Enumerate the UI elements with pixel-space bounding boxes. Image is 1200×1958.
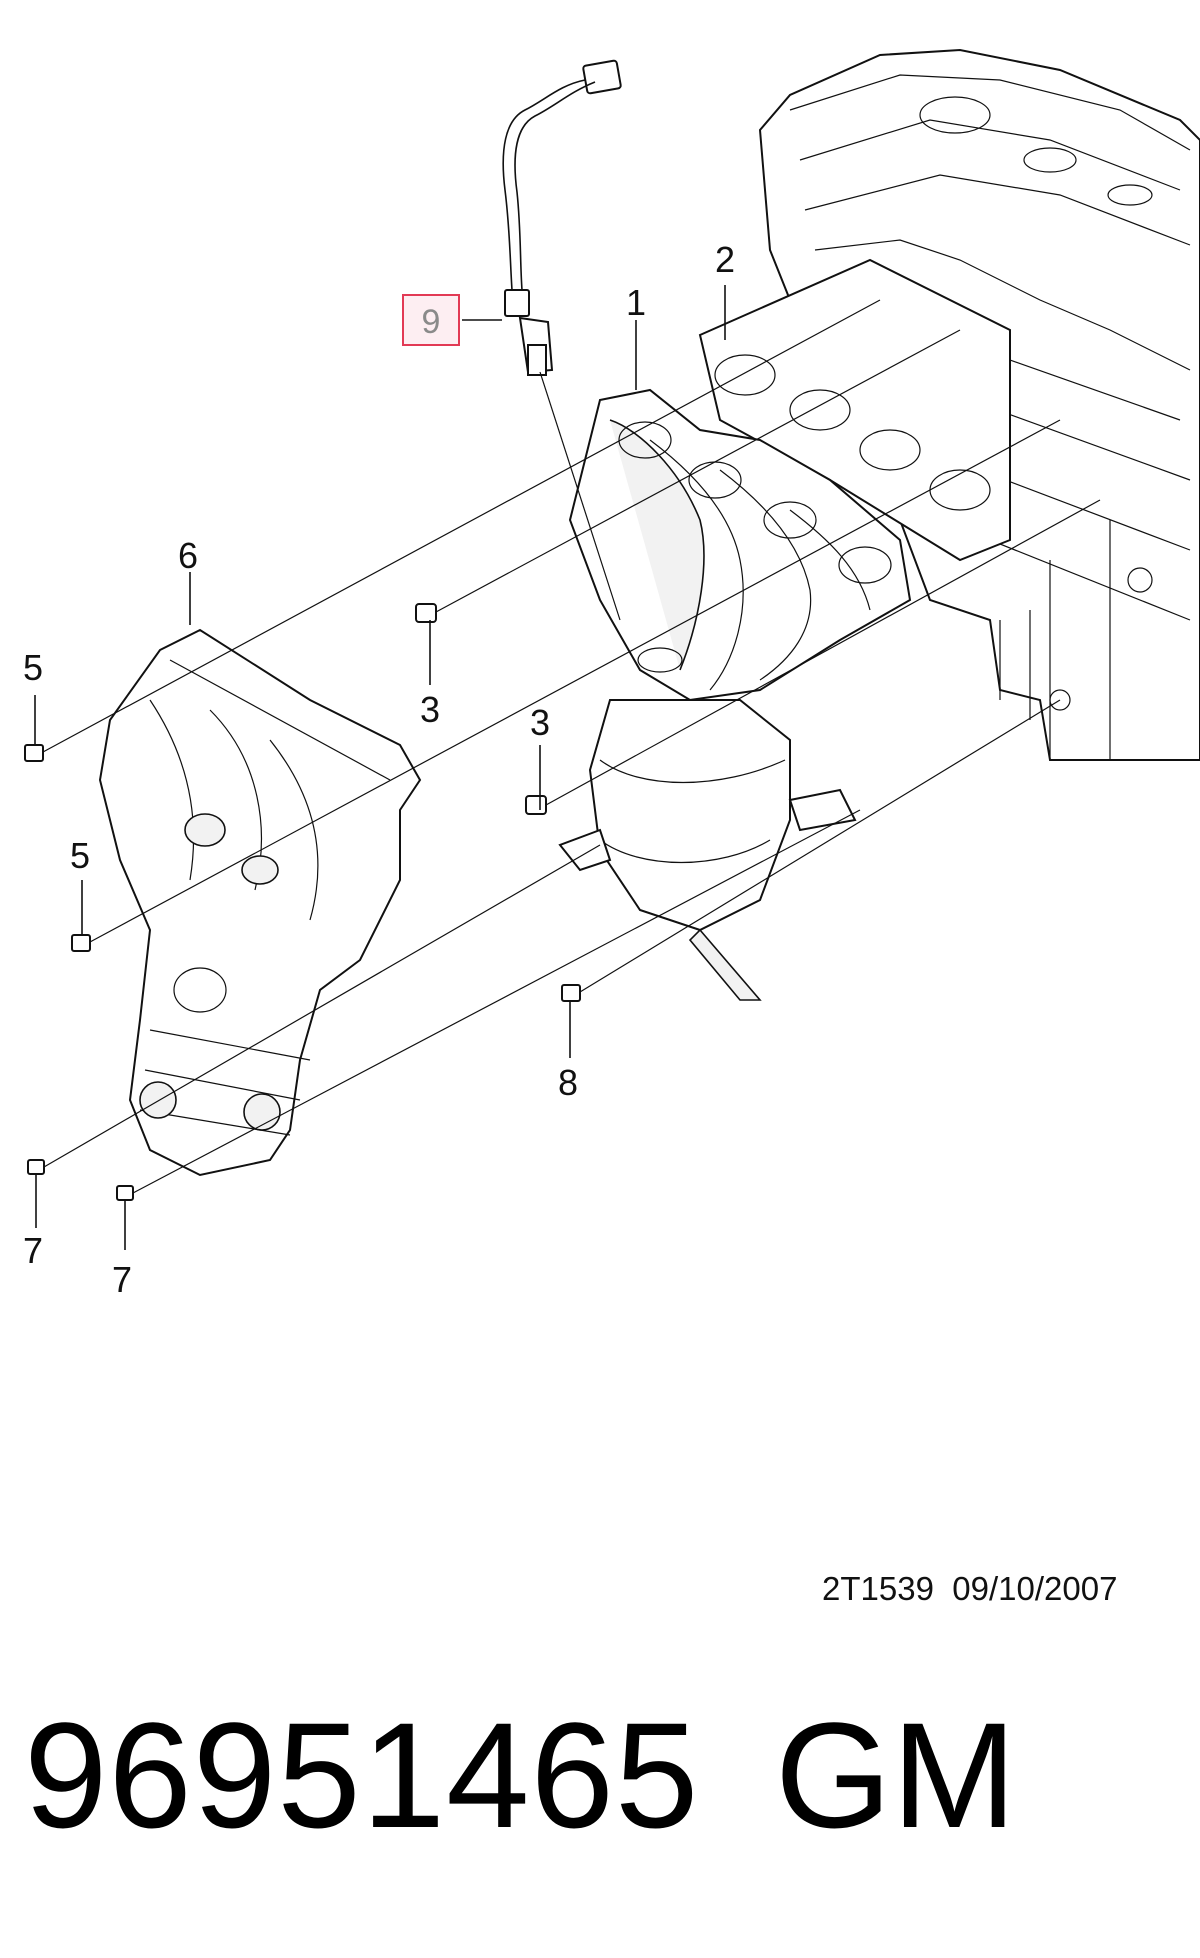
- callout-9-box: [402, 294, 460, 346]
- brand-label: GM: [775, 1691, 1017, 1859]
- oxygen-sensor: [502, 59, 622, 376]
- bolt-7a: [27, 1159, 45, 1175]
- callout-1[interactable]: 1: [626, 282, 646, 323]
- catalytic-converter: [558, 647, 857, 1001]
- callout-3a[interactable]: 3: [420, 689, 440, 730]
- callout-2[interactable]: 2: [715, 239, 735, 280]
- callout-9-highlight[interactable]: 9: [402, 294, 460, 346]
- bolt-8: [561, 984, 581, 1002]
- bolt-5b: [71, 934, 91, 952]
- nut-3b: [525, 795, 547, 815]
- callout-9[interactable]: 9: [422, 303, 441, 341]
- callout-7a[interactable]: 7: [23, 1230, 43, 1271]
- bolt-5a: [24, 744, 44, 762]
- nut-3a: [415, 603, 437, 623]
- callout-5a[interactable]: 5: [23, 647, 43, 688]
- heat-shield: [98, 628, 422, 1177]
- callout-8[interactable]: 8: [558, 1062, 578, 1103]
- callout-6[interactable]: 6: [178, 535, 198, 576]
- callout-3b[interactable]: 3: [530, 702, 550, 743]
- callout-7b[interactable]: 7: [112, 1259, 132, 1300]
- manifold-gasket: [698, 258, 1011, 562]
- leader-lines: [34, 285, 1101, 1250]
- bolt-7b: [116, 1185, 134, 1201]
- part-number: 96951465: [24, 1691, 700, 1859]
- exhaust-manifold: [568, 388, 912, 702]
- callout-5b[interactable]: 5: [70, 835, 90, 876]
- drawing-reference: 2T1539 09/10/2007: [822, 1570, 1118, 1607]
